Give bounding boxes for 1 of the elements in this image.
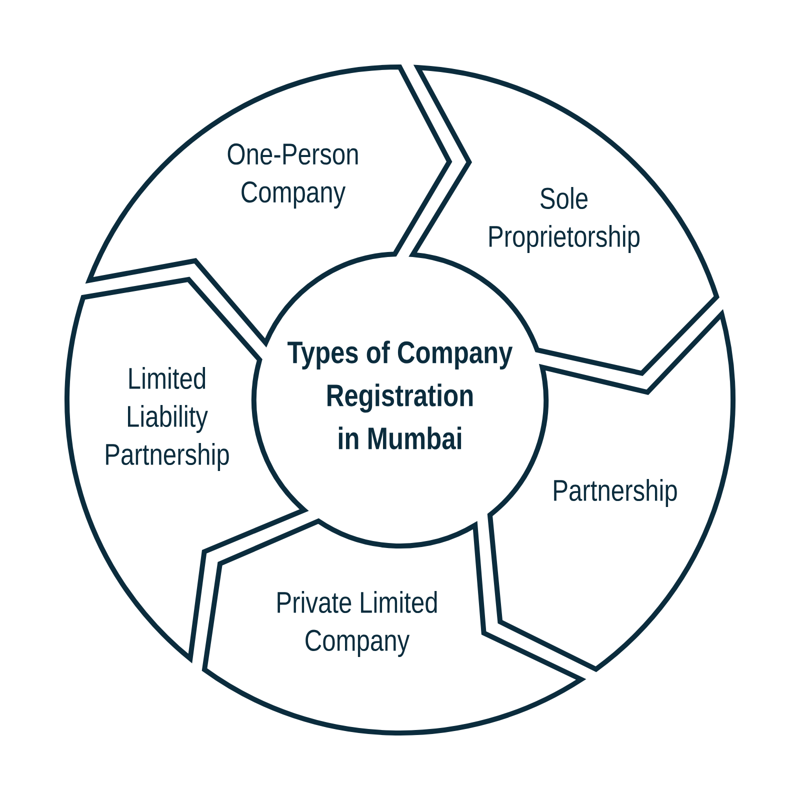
arrow-segment: Private Limited Company bbox=[202, 518, 584, 736]
